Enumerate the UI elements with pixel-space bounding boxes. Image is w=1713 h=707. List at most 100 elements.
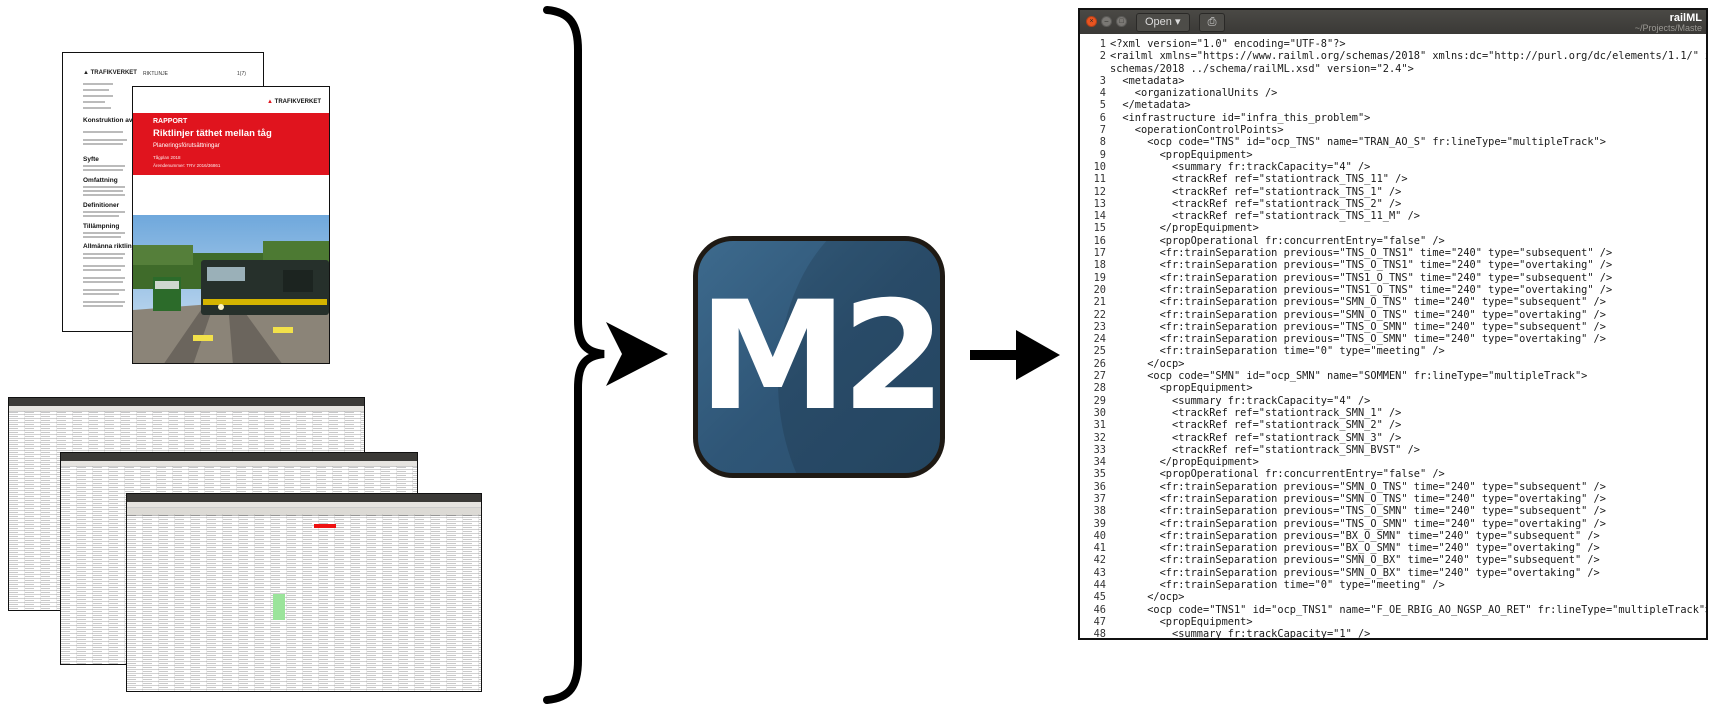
section-heading: Tillämpning xyxy=(83,223,120,230)
code-line[interactable]: 23 <fr:trainSeparation previous="TNS_O_S… xyxy=(1080,321,1706,333)
code-line[interactable]: 41 <fr:trainSeparation previous="BX_O_SM… xyxy=(1080,542,1706,554)
code-line[interactable]: 25 <fr:trainSeparation time="0" type="me… xyxy=(1080,345,1706,357)
code-line[interactable]: 15 </propEquipment> xyxy=(1080,222,1706,234)
code-line[interactable]: 3 <metadata> xyxy=(1080,75,1706,87)
code-text: <propOperational fr:concurrentEntry="fal… xyxy=(1110,468,1445,481)
menu-bar xyxy=(9,406,364,412)
code-line[interactable]: 10 <summary fr:trackCapacity="4" /> xyxy=(1080,161,1706,173)
code-line[interactable]: 30 <trackRef ref="stationtrack_SMN_1" /> xyxy=(1080,407,1706,419)
report-kicker: RAPPORT xyxy=(153,118,188,125)
code-line[interactable]: 7 <operationControlPoints> xyxy=(1080,124,1706,136)
code-text: <fr:trainSeparation time="0" type="meeti… xyxy=(1110,345,1445,358)
code-line[interactable]: 24 <fr:trainSeparation previous="TNS_O_S… xyxy=(1080,333,1706,345)
code-text: <summary fr:trackCapacity="4" /> xyxy=(1110,160,1371,173)
code-line[interactable]: 2<railml xmlns="https://www.railml.org/s… xyxy=(1080,50,1706,62)
code-line[interactable]: 9 <propEquipment> xyxy=(1080,149,1706,161)
code-area[interactable]: 1<?xml version="1.0" encoding="UTF-8"?>2… xyxy=(1080,38,1706,638)
code-line[interactable]: 20 <fr:trainSeparation previous="TNS1_O_… xyxy=(1080,284,1706,296)
line-number: 48 xyxy=(1093,628,1106,638)
code-text: </propEquipment> xyxy=(1110,222,1259,235)
code-text: <fr:trainSeparation time="0" type="meeti… xyxy=(1110,579,1445,592)
line-number: 41 xyxy=(1093,542,1106,555)
file-path: ~/Projects/Maste xyxy=(1634,23,1702,33)
code-line[interactable]: 8 <ocp code="TNS" id="ocp_TNS" name="TRA… xyxy=(1080,136,1706,148)
open-button[interactable]: Open ▾ xyxy=(1136,13,1190,32)
code-text: <fr:trainSeparation previous="SMN_O_TNS"… xyxy=(1110,492,1606,505)
code-line[interactable]: 16 <propOperational fr:concurrentEntry="… xyxy=(1080,235,1706,247)
code-line[interactable]: 39 <fr:trainSeparation previous="TNS_O_S… xyxy=(1080,518,1706,530)
code-line[interactable]: 47 <propEquipment> xyxy=(1080,616,1706,628)
code-line[interactable]: 38 <fr:trainSeparation previous="TNS_O_S… xyxy=(1080,505,1706,517)
code-line[interactable]: 11 <trackRef ref="stationtrack_TNS_11" /… xyxy=(1080,173,1706,185)
text-line xyxy=(83,190,123,192)
text-line xyxy=(83,89,109,91)
code-line[interactable]: 37 <fr:trainSeparation previous="SMN_O_T… xyxy=(1080,493,1706,505)
code-text: </ocp> xyxy=(1110,357,1185,370)
code-text: <ocp code="TNS1" id="ocp_TNS1" name="F_O… xyxy=(1110,603,1706,616)
print-button[interactable]: ⎙ xyxy=(1199,13,1225,32)
document-heading: Konstruktion av k xyxy=(83,117,138,124)
code-line[interactable]: 33 <trackRef ref="stationtrack_SMN_BVST"… xyxy=(1080,444,1706,456)
code-line[interactable]: 4 <organizationalUnits /> xyxy=(1080,87,1706,99)
code-line[interactable]: 46 <ocp code="TNS1" id="ocp_TNS1" name="… xyxy=(1080,604,1706,616)
code-text: <fr:trainSeparation previous="SMN_O_BX" … xyxy=(1110,554,1600,567)
code-line[interactable]: 13 <trackRef ref="stationtrack_TNS_2" /> xyxy=(1080,198,1706,210)
text-line xyxy=(83,131,123,133)
code-line[interactable]: schemas/2018 ../schema/railML.xsd" versi… xyxy=(1080,63,1706,75)
code-text: <fr:trainSeparation previous="TNS_O_SMN"… xyxy=(1110,517,1606,530)
code-line[interactable]: 43 <fr:trainSeparation previous="SMN_O_B… xyxy=(1080,567,1706,579)
code-line[interactable]: 36 <fr:trainSeparation previous="SMN_O_T… xyxy=(1080,481,1706,493)
arrow-head-left xyxy=(606,322,668,386)
code-line[interactable]: 21 <fr:trainSeparation previous="SMN_O_T… xyxy=(1080,296,1706,308)
line-number: 45 xyxy=(1093,591,1106,604)
code-line[interactable]: 48 <summary fr:trackCapacity="1" /> xyxy=(1080,628,1706,638)
text-line xyxy=(83,169,123,171)
code-line[interactable]: 26 </ocp> xyxy=(1080,358,1706,370)
code-line[interactable]: 5 </metadata> xyxy=(1080,99,1706,111)
code-line[interactable]: 32 <trackRef ref="stationtrack_SMN_3" /> xyxy=(1080,432,1706,444)
code-text: <trackRef ref="stationtrack_SMN_3" /> xyxy=(1110,431,1402,444)
window-titlebar: × – □ Open ▾ ⎙ railML ~/Projects/Maste xyxy=(1080,10,1706,34)
code-line[interactable]: 18 <fr:trainSeparation previous="TNS_O_T… xyxy=(1080,259,1706,271)
code-line[interactable]: 35 <propOperational fr:concurrentEntry="… xyxy=(1080,468,1706,480)
text-line xyxy=(83,289,125,291)
code-text: <fr:trainSeparation previous="TNS1_O_TNS… xyxy=(1110,283,1613,296)
code-text: <fr:trainSeparation previous="BX_O_SMN" … xyxy=(1110,542,1600,555)
code-line[interactable]: 42 <fr:trainSeparation previous="SMN_O_B… xyxy=(1080,554,1706,566)
text-line xyxy=(83,83,113,85)
line-number: 47 xyxy=(1093,615,1106,628)
text-line xyxy=(83,186,125,188)
code-line[interactable]: 40 <fr:trainSeparation previous="BX_O_SM… xyxy=(1080,530,1706,542)
train-photo xyxy=(133,215,329,363)
code-line[interactable]: 44 <fr:trainSeparation time="0" type="me… xyxy=(1080,579,1706,591)
line-number: 8 xyxy=(1099,136,1106,149)
minimize-button[interactable]: – xyxy=(1101,16,1112,27)
code-line[interactable]: 29 <summary fr:trackCapacity="4" /> xyxy=(1080,395,1706,407)
window-title: railML xyxy=(1669,12,1702,24)
code-line[interactable]: 1<?xml version="1.0" encoding="UTF-8"?> xyxy=(1080,38,1706,50)
code-text: <railml xmlns="https://www.railml.org/sc… xyxy=(1110,50,1706,63)
code-line[interactable]: 27 <ocp code="SMN" id="ocp_SMN" name="SO… xyxy=(1080,370,1706,382)
code-line[interactable]: 12 <trackRef ref="stationtrack_TNS_1" /> xyxy=(1080,186,1706,198)
code-line[interactable]: 6 <infrastructure id="infra_this_problem… xyxy=(1080,112,1706,124)
code-line[interactable]: 19 <fr:trainSeparation previous="TNS1_O_… xyxy=(1080,272,1706,284)
code-text: <trackRef ref="stationtrack_TNS_1" /> xyxy=(1110,185,1402,198)
code-line[interactable]: 28 <propEquipment> xyxy=(1080,382,1706,394)
code-line[interactable]: 17 <fr:trainSeparation previous="TNS_O_T… xyxy=(1080,247,1706,259)
window-titlebar xyxy=(127,494,481,502)
code-text: <metadata> xyxy=(1110,74,1185,87)
code-line[interactable]: 34 </propEquipment> xyxy=(1080,456,1706,468)
logo-shade xyxy=(778,241,940,473)
code-line[interactable]: 45 </ocp> xyxy=(1080,591,1706,603)
code-line[interactable]: 14 <trackRef ref="stationtrack_TNS_11_M"… xyxy=(1080,210,1706,222)
maximize-button[interactable]: □ xyxy=(1116,16,1127,27)
trafikverket-logo: TRAFIKVERKET xyxy=(83,70,137,76)
window-titlebar xyxy=(61,453,417,461)
code-text: <fr:trainSeparation previous="TNS_O_SMN"… xyxy=(1110,333,1606,346)
code-text: </ocp> xyxy=(1110,591,1185,604)
line-number: 28 xyxy=(1093,382,1106,395)
code-line[interactable]: 31 <trackRef ref="stationtrack_SMN_2" /> xyxy=(1080,419,1706,431)
code-line[interactable]: 22 <fr:trainSeparation previous="SMN_O_T… xyxy=(1080,309,1706,321)
code-text: <propEquipment> xyxy=(1110,382,1253,395)
close-button[interactable]: × xyxy=(1086,16,1097,27)
